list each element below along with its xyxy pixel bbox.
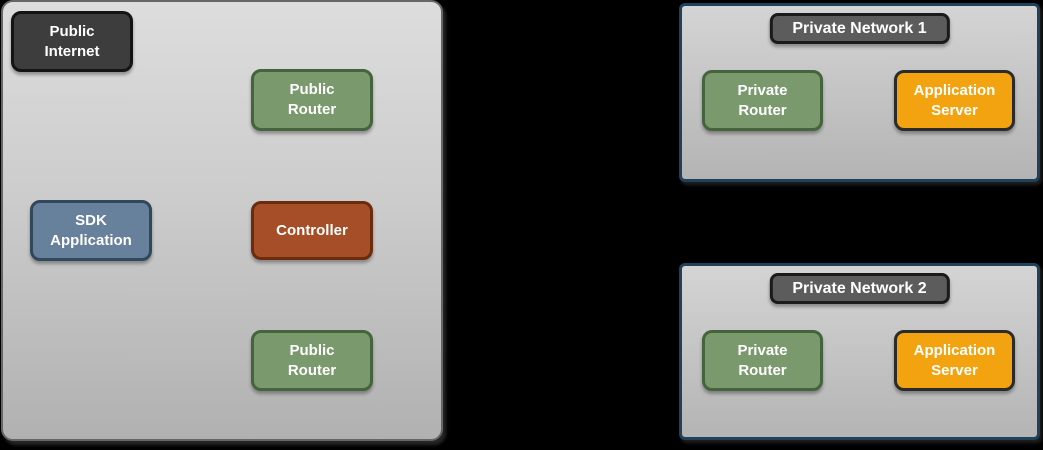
private-network-2-application-server-node: Application Server <box>894 330 1015 391</box>
application-server-label: Application Server <box>913 341 996 379</box>
public-router-top-node: Public Router <box>251 69 373 131</box>
private-network-1-private-router-node: Private Router <box>702 70 823 131</box>
controller-label: Controller <box>276 221 348 239</box>
application-server-label: Application Server <box>913 81 996 119</box>
public-router-bottom-node: Public Router <box>251 330 373 391</box>
private-network-2-private-router-node: Private Router <box>702 330 823 391</box>
private-network-2-title-badge: Private Network 2 <box>769 273 950 304</box>
private-network-2-zone: Private Network 2 Private Router Applica… <box>679 263 1040 440</box>
private-network-1-title-badge: Private Network 1 <box>769 13 950 44</box>
public-internet-zone: Public Internet Public Router SDK Applic… <box>1 0 443 441</box>
private-network-2-title: Private Network 2 <box>792 280 927 297</box>
private-router-label: Private Router <box>737 81 788 119</box>
public-router-top-label: Public Router <box>287 81 337 118</box>
public-router-bottom-label: Public Router <box>287 341 337 379</box>
controller-node: Controller <box>251 201 373 260</box>
public-internet-label: Public Internet <box>44 22 100 60</box>
private-network-1-zone: Private Network 1 Private Router Applica… <box>679 3 1040 182</box>
sdk-application-label: SDK Application <box>50 211 132 249</box>
private-router-label: Private Router <box>737 341 788 379</box>
sdk-application-node: SDK Application <box>30 200 152 261</box>
private-network-1-title: Private Network 1 <box>792 20 927 37</box>
private-network-1-application-server-node: Application Server <box>894 70 1015 131</box>
public-internet-node: Public Internet <box>11 11 133 72</box>
